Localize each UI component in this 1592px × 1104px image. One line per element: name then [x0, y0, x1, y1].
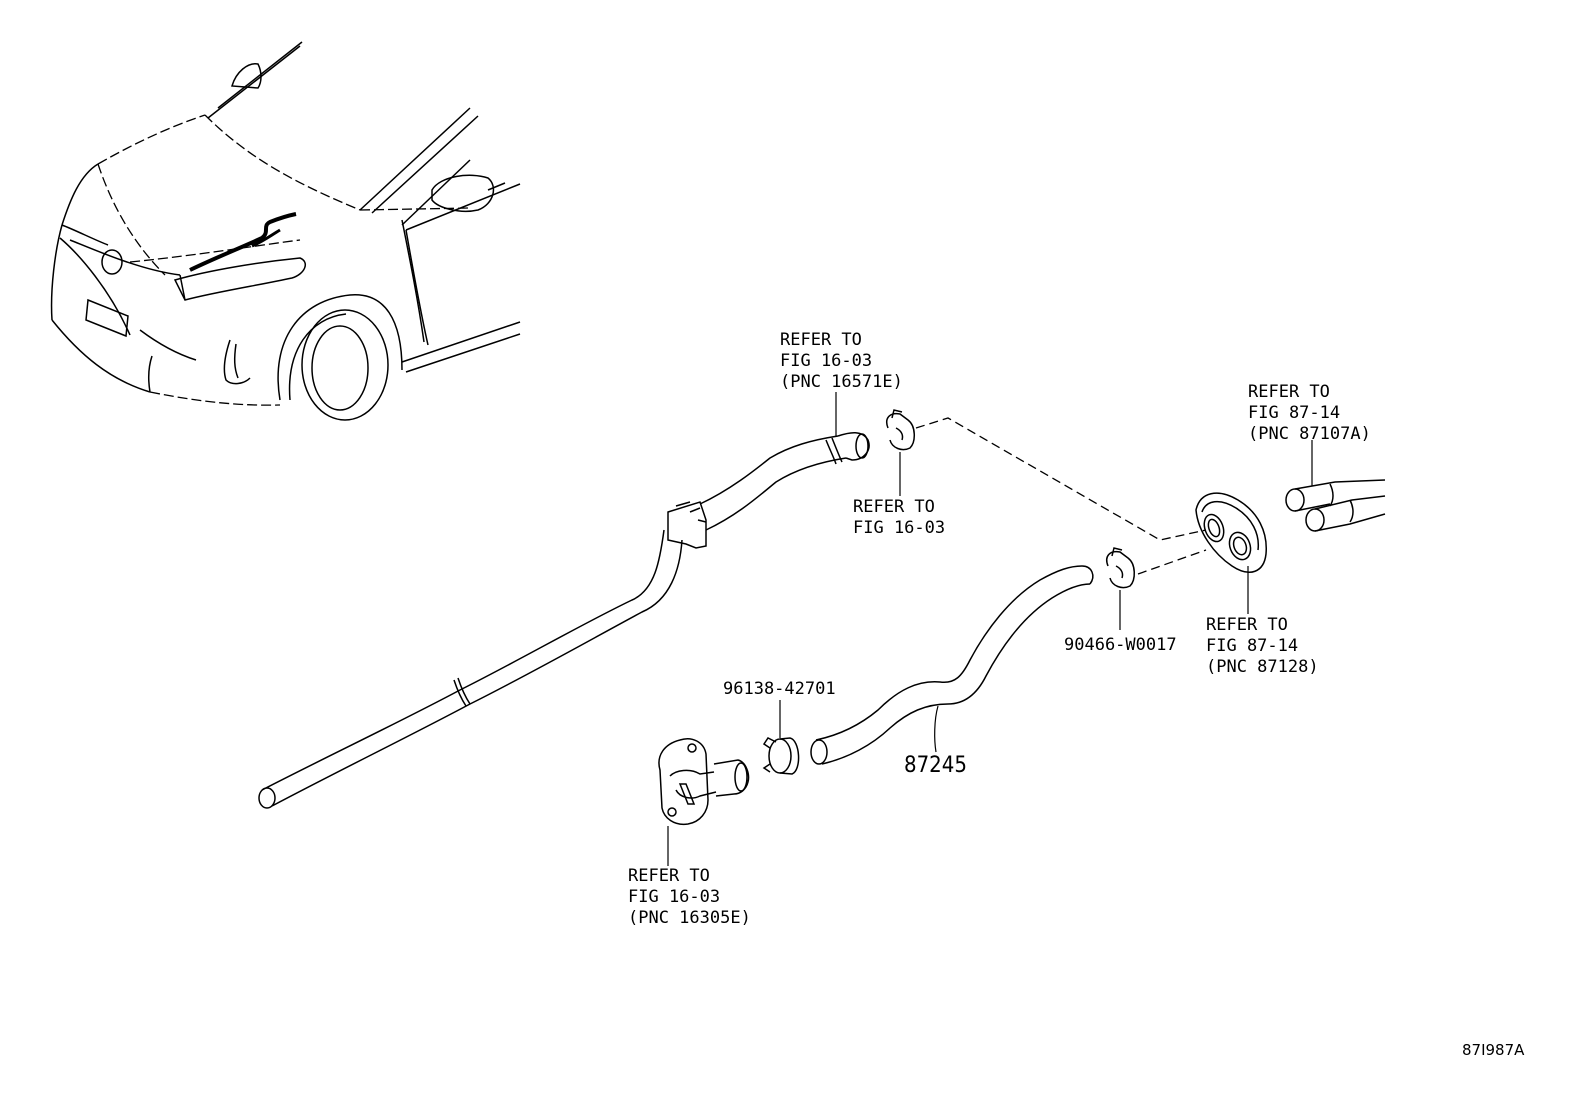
long-hose-16571e: [258, 432, 870, 809]
clamp-96138-42701: [762, 700, 800, 775]
label-refer-87107a: REFER TO FIG 87-14 (PNC 87107A): [1248, 382, 1371, 444]
clamp-90466-w0017: [1106, 547, 1207, 630]
label-refer-16571e: REFER TO FIG 16-03 (PNC 16571E): [780, 330, 903, 392]
label-refer-clamp-top: REFER TO FIG 16-03: [853, 497, 945, 538]
part-number-87245[interactable]: 87245: [904, 753, 967, 778]
water-outlet-16305e: [658, 738, 750, 866]
flange-87128: [1195, 492, 1267, 614]
label-refer-87128: REFER TO FIG 87-14 (PNC 87128): [1206, 615, 1319, 677]
clamp-top: [886, 409, 915, 496]
part-number-96138-42701[interactable]: 96138-42701: [723, 679, 836, 699]
illustration-id: 87I987A: [1462, 1041, 1525, 1059]
part-number-90466-w0017[interactable]: 90466-W0017: [1064, 635, 1177, 655]
pipes-87107a: [1285, 440, 1386, 532]
label-refer-16305e: REFER TO FIG 16-03 (PNC 16305E): [628, 866, 751, 928]
vehicle-location-sketch: [50, 41, 521, 421]
hose-87245: [810, 565, 1094, 765]
